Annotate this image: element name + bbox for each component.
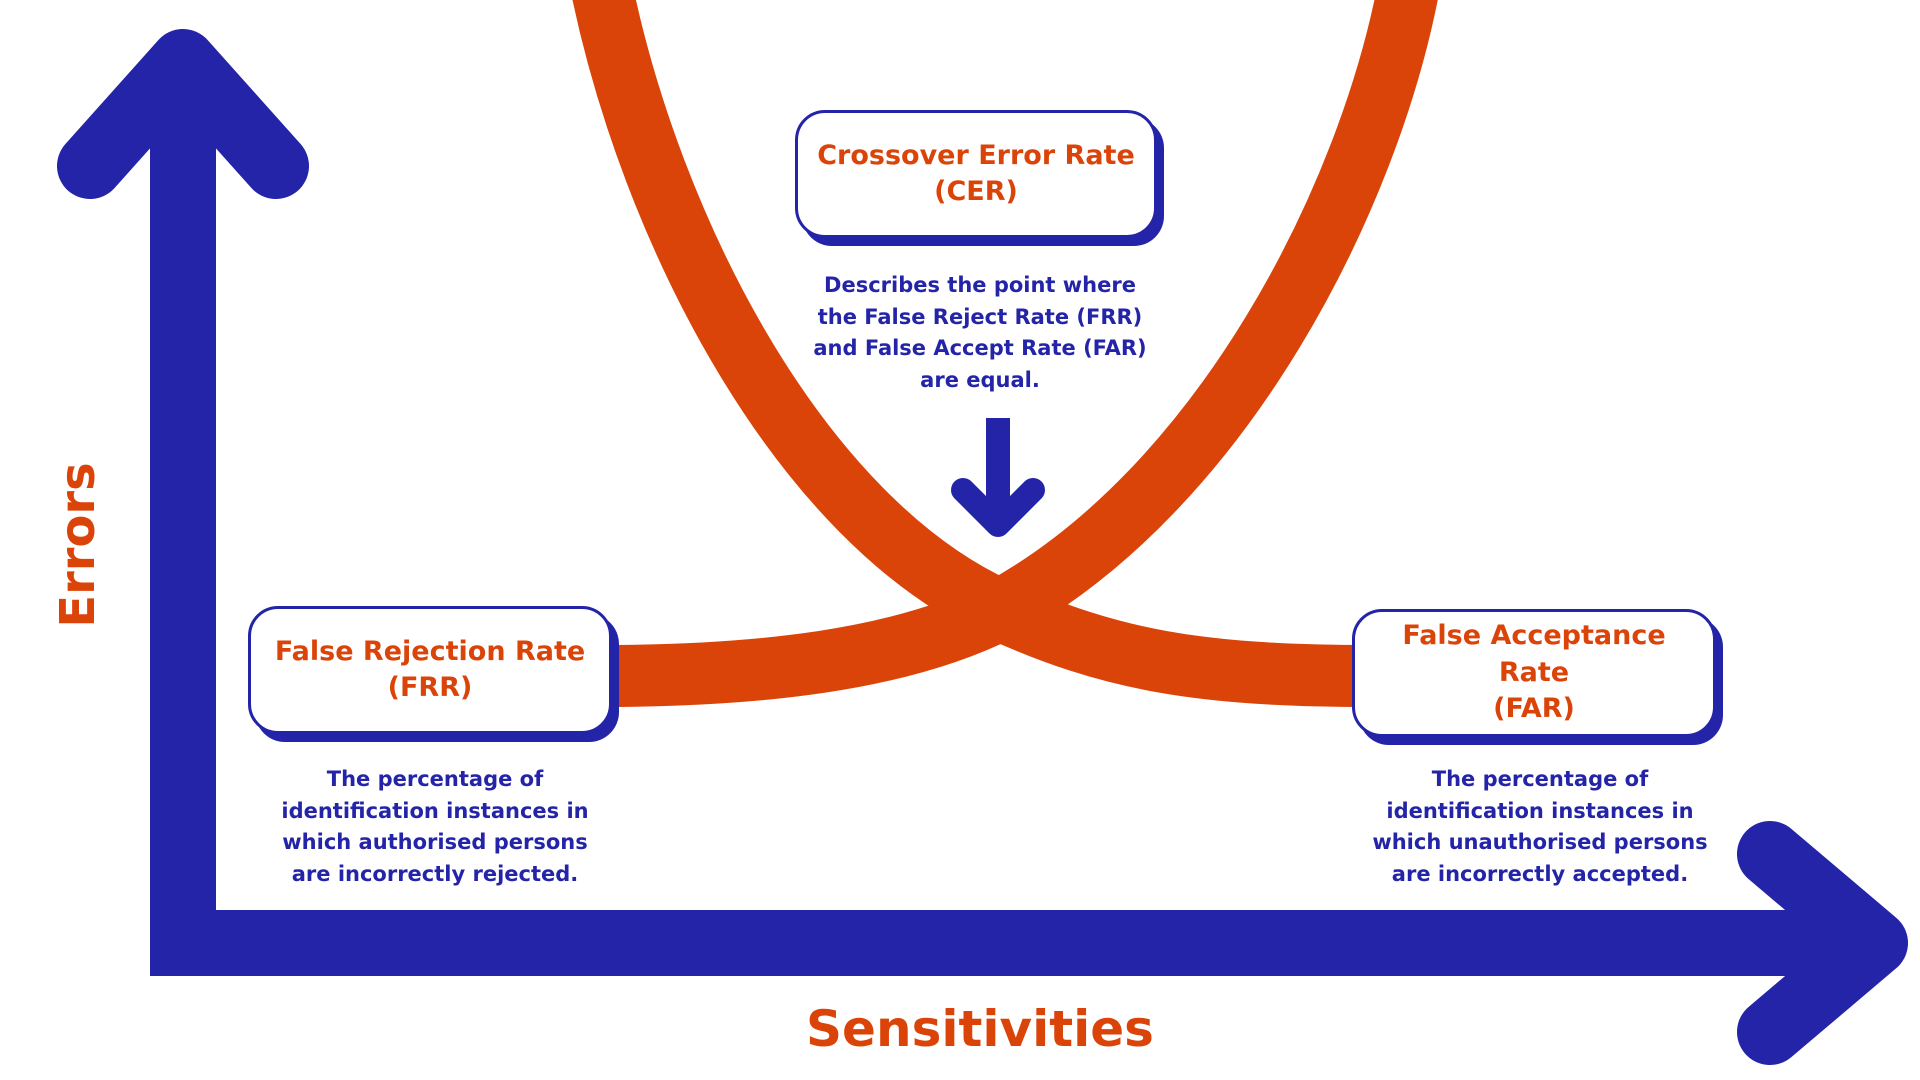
frr-description: The percentage of identification instanc… (281, 767, 589, 886)
frr-title-line2: (FRR) (387, 672, 473, 703)
y-axis-arrowhead (57, 29, 309, 199)
far-label-box: False Acceptance Rate (FAR) (1352, 609, 1716, 737)
x-axis-arrowhead (1737, 821, 1908, 1065)
y-axis-label: Errors (50, 462, 106, 628)
far-title-line2: (FAR) (1493, 693, 1575, 725)
far-description: The percentage of identification instanc… (1372, 767, 1708, 886)
cer-title-line2: (CER) (934, 176, 1018, 207)
cer-title-line1: Crossover Error Rate (817, 139, 1135, 171)
frr-label-box: False Rejection Rate (FRR) (248, 606, 612, 734)
cer-description: Describes the point where the False Reje… (813, 273, 1147, 392)
cer-label-box: Crossover Error Rate (CER) (795, 110, 1157, 238)
frr-title-line1: False Rejection Rate (274, 635, 586, 667)
x-axis-label: Sensitivities (806, 1000, 1154, 1058)
far-title-line1: False Acceptance Rate (1402, 620, 1666, 688)
far-curve (572, 0, 1371, 707)
frr-curve (599, 0, 1438, 707)
crossover-pointer-arrowhead (951, 478, 1045, 537)
